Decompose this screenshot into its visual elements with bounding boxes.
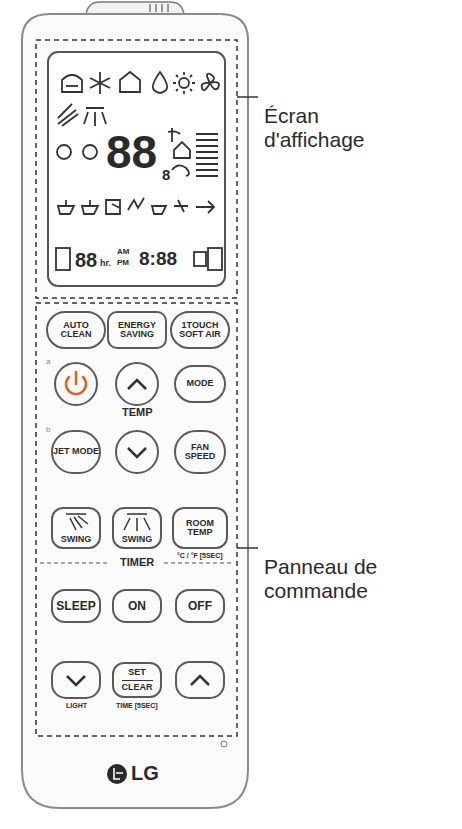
- remote-button: 1TOUCH SOFT AIR: [170, 311, 230, 349]
- button-text: ENERGY SAVING: [109, 321, 165, 340]
- button-text: CLEAR: [122, 680, 153, 692]
- temp-up-button: [116, 363, 158, 405]
- brand-logo: LG: [131, 762, 159, 785]
- lcd-ampm: PM: [117, 258, 129, 267]
- swing-icons: [66, 514, 150, 531]
- power-button: [55, 363, 97, 405]
- callout-label: Écran d'affichage: [264, 104, 424, 152]
- position-mark: a: [46, 357, 50, 366]
- section-label: TIMER: [120, 556, 154, 569]
- up-chevron: [191, 676, 209, 685]
- display-bracket: [36, 40, 237, 298]
- button-text: FAN SPEED: [176, 443, 224, 462]
- remote-button: AUTO CLEAN: [46, 311, 106, 349]
- lg-logo-mark: [114, 768, 123, 779]
- hold-label: °C / °F [5SEC]: [177, 552, 223, 560]
- sensor-mark: [221, 741, 227, 747]
- down-chevron: [67, 676, 85, 685]
- button-text: AUTO CLEAN: [48, 321, 104, 340]
- remote-button: ENERGY SAVING: [107, 311, 167, 349]
- lcd-screen: [48, 52, 225, 286]
- time-up-button: [176, 662, 224, 698]
- button-text: SWING: [61, 535, 92, 544]
- panel-bracket: [36, 303, 237, 736]
- section-label: TEMP: [122, 406, 153, 419]
- button-text: SWING: [122, 535, 153, 544]
- button-text: ROOM TEMP: [174, 519, 226, 538]
- remote-button: SWING: [51, 507, 101, 549]
- up-chevron: [128, 380, 146, 389]
- button-text: ON: [128, 600, 146, 613]
- remote-button: FAN SPEED: [174, 430, 226, 474]
- temp-down-button: [116, 431, 158, 473]
- lcd-icons: [56, 72, 222, 270]
- hold-label: LIGHT: [66, 702, 87, 710]
- button-text: JET MODE: [53, 447, 99, 456]
- lg-logo: [107, 764, 127, 784]
- remote-button: SLEEP: [51, 589, 101, 623]
- button-text: 1TOUCH SOFT AIR: [172, 321, 228, 340]
- button-text: MODE: [187, 379, 214, 388]
- remote-button: ROOM TEMP: [172, 507, 228, 549]
- callout-label: Panneau de commande: [264, 555, 434, 603]
- button-text: OFF: [188, 600, 212, 613]
- cap-ridges: [150, 4, 168, 12]
- remote-button: MODE: [174, 365, 226, 403]
- lcd-unit: hr.: [100, 258, 111, 268]
- button-text: SLEEP: [56, 600, 95, 613]
- remote-button: SET CLEAR: [112, 662, 162, 698]
- button-text: SET: [128, 668, 146, 677]
- remote-button: SWING: [112, 507, 162, 549]
- light-down-button: [52, 662, 100, 698]
- leader-line: [237, 96, 258, 98]
- lcd-digit: 8: [162, 166, 170, 183]
- remote-body: [22, 14, 248, 808]
- leader-line: [237, 547, 258, 549]
- position-mark: b: [46, 425, 50, 434]
- lcd-digits: 88: [106, 126, 157, 179]
- remote-cap: [86, 2, 184, 14]
- remote-button: ON: [112, 589, 162, 623]
- remote-button: JET MODE: [51, 430, 101, 474]
- remote-button: OFF: [175, 589, 225, 623]
- power-symbol: [66, 372, 86, 394]
- lcd-digits: 88: [75, 249, 97, 272]
- down-chevron: [128, 448, 146, 457]
- lcd-time: 8:88: [139, 248, 177, 270]
- lcd-ampm: AM: [117, 247, 129, 256]
- hold-label: TIME [5SEC]: [116, 702, 158, 710]
